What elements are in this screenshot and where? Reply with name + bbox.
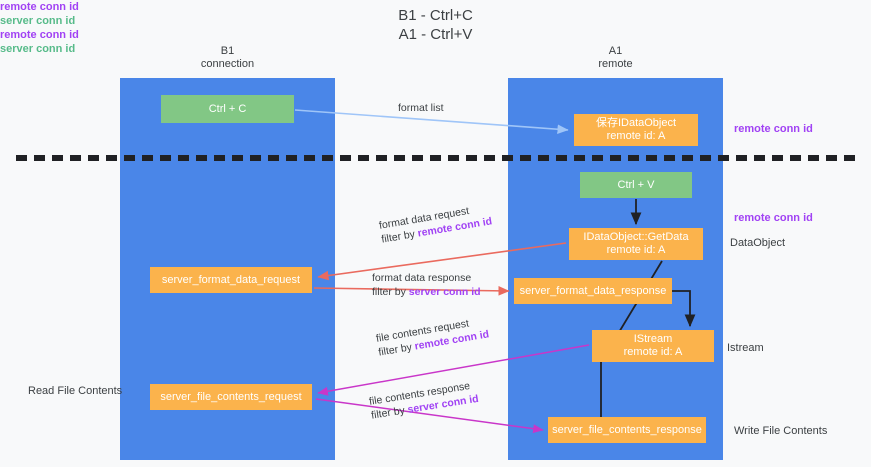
annotation-dataobject: DataObject xyxy=(730,237,786,249)
edge-response-to-istream xyxy=(672,290,696,328)
edge-file-contents-request xyxy=(317,344,590,396)
phase-divider xyxy=(16,155,856,161)
edge-format-data-response xyxy=(313,286,510,296)
annotation-remote-conn-id-left-1: remote conn id xyxy=(0,1,79,13)
node-idataobject-getdata[interactable]: IDataObject::GetData remote id: A xyxy=(569,228,703,260)
annotation-remote-conn-id-top: remote conn id xyxy=(734,123,813,135)
node-istream[interactable]: IStream remote id: A xyxy=(592,330,714,362)
annotation-read-file-contents: Read File Contents xyxy=(28,385,123,397)
edge-format-data-request xyxy=(317,242,567,281)
edge-file-contents-response xyxy=(315,398,544,434)
node-server-format-data-request[interactable]: server_format_data_request xyxy=(150,267,312,293)
annotation-write-file-contents: Write File Contents xyxy=(734,425,828,437)
annotation-server-conn-id-left-2: server conn id xyxy=(0,43,76,55)
node-server-file-contents-request[interactable]: server_file_contents_request xyxy=(150,384,312,410)
annotation-remote-conn-id-mid: remote conn id xyxy=(734,212,813,224)
edge-format-list xyxy=(294,109,569,135)
edge-label-line1: format list xyxy=(398,102,444,114)
edge-label-format-list: format list xyxy=(398,101,444,115)
page-title: B1 - Ctrl+C A1 - Ctrl+V xyxy=(398,7,473,43)
edge-label-format-data-response: format data response filter by server co… xyxy=(372,271,481,299)
annotation-istream: Istream xyxy=(727,342,764,354)
annotation-server-conn-id-left-1: server conn id xyxy=(0,15,76,27)
node-ctrl-v[interactable]: Ctrl + V xyxy=(580,172,692,198)
filter-key-server-conn-id: server conn id xyxy=(408,286,481,298)
annotation-left-conn-ids-2: remote conn id server conn id xyxy=(0,28,871,56)
node-idataobject[interactable]: 保存IDataObject remote id: A xyxy=(574,114,698,146)
node-server-file-contents-response[interactable]: server_file_contents_response xyxy=(548,417,706,443)
column-header-a1: A1 remote xyxy=(598,45,633,70)
node-ctrl-c[interactable]: Ctrl + C xyxy=(161,95,294,123)
edge-label-line2: filter by server conn id xyxy=(372,286,481,298)
annotation-left-conn-ids-1: remote conn id server conn id xyxy=(0,0,871,28)
annotation-remote-conn-id-left-2: remote conn id xyxy=(0,29,79,41)
edge-label-line1: format data response xyxy=(372,272,472,284)
node-server-format-data-response[interactable]: server_format_data_response xyxy=(514,278,672,304)
column-header-b1: B1 connection xyxy=(200,45,255,70)
